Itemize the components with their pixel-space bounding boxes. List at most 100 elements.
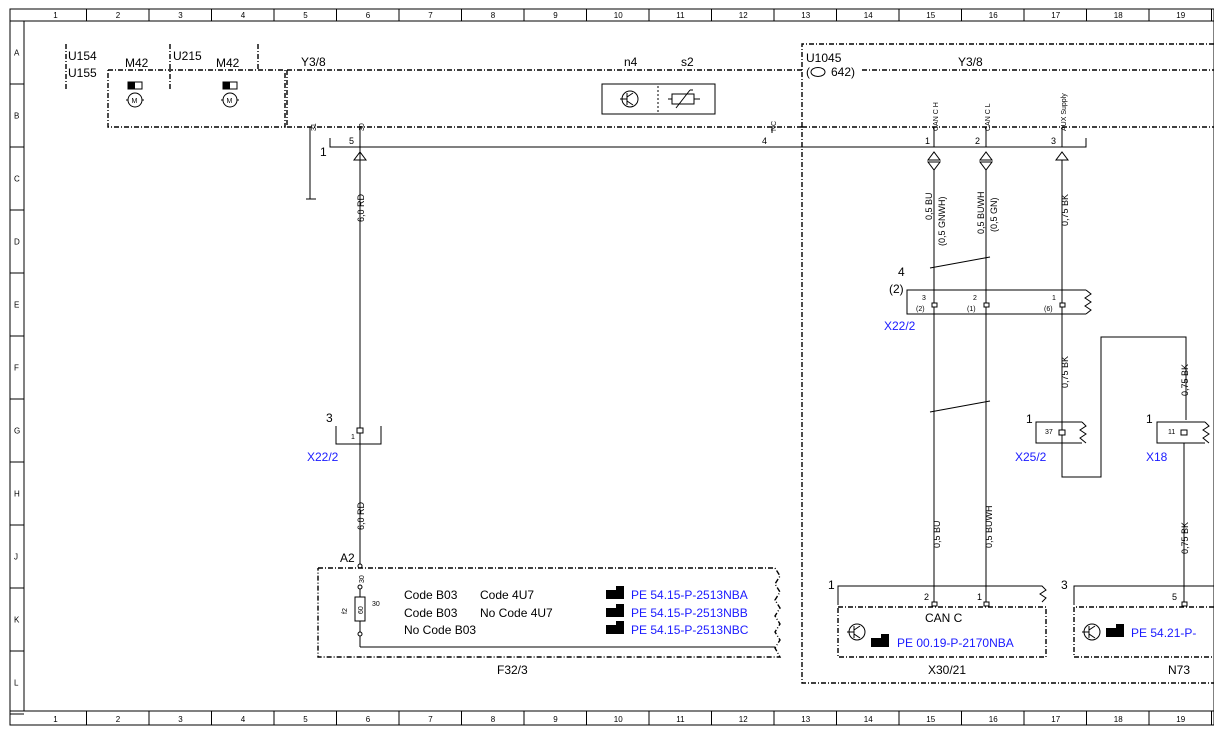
x222-left-housing (335, 426, 382, 445)
wire-buwh-bottom-label: 0,5 BUWH (984, 505, 994, 548)
x222-left-pin-label: 1 (351, 434, 355, 441)
x222-left-num: 3 (326, 411, 333, 425)
wire-bk-right-low-label: 0,75 BK (1180, 522, 1190, 554)
pointing-hand-icon (606, 621, 624, 634)
grid-column-label: 16 (989, 715, 998, 724)
wire-bu-top-alt-label: (0,5 GNWH) (937, 196, 947, 246)
grid-row-label: L (14, 679, 19, 688)
grid-column-label: 6 (366, 11, 371, 20)
u1045-enclosure (801, 43, 1214, 684)
wire-bk-right-label: 0,75 BK (1180, 364, 1190, 396)
bus-pin-1: 1 (925, 136, 930, 146)
x3021-num: 1 (828, 578, 835, 592)
grid-column-label: 15 (926, 11, 935, 20)
grid-column-label: 7 (428, 11, 433, 20)
grid-column-label: 10 (614, 715, 623, 724)
grid-column-label: 10 (614, 11, 623, 20)
f323-f2: f2 (342, 608, 349, 614)
grid-column-label: 15 (926, 715, 935, 724)
grid-column-label: 14 (864, 715, 873, 724)
grid-row-label: B (14, 112, 19, 121)
x222-right-alt: (2) (889, 282, 904, 296)
x222-right-pin (1059, 302, 1066, 308)
twist-mark (929, 256, 991, 269)
grid-column-label: 7 (428, 715, 433, 724)
frame-outer (9, 8, 1214, 726)
transistor-icon (847, 623, 866, 641)
grid-column-label: 14 (864, 11, 873, 20)
n73-pin (1181, 601, 1188, 607)
wire-bu-bottom-label: 0,5 BU (932, 520, 942, 548)
f323-ref-link-1[interactable]: PE 54.15-P-2513NBA (631, 588, 748, 602)
pin-can-c-h-label: CAN C H (933, 102, 940, 131)
y38-left-label: Y3/8 (301, 55, 326, 69)
x222-right-p3: 3 (922, 295, 926, 302)
x222-right-pin (983, 302, 990, 308)
wire-rd-bottom-label: 6,0 RD (356, 501, 366, 530)
motor-icon: M (126, 81, 144, 108)
x222-right-p1: 1 (1052, 295, 1056, 302)
grid-column-label: 12 (739, 715, 748, 724)
x222-right-p3alt: (2) (916, 306, 925, 313)
f323-node (357, 631, 363, 637)
pin-nc-label: NC (771, 121, 778, 131)
grid-column-label: 8 (491, 11, 496, 20)
f323-value: 60 (358, 606, 365, 614)
ref-link-icon (810, 67, 826, 77)
x18-pin-label: 11 (1168, 429, 1175, 436)
grid-column-label: 5 (303, 11, 308, 20)
x3021-pin-2: 2 (924, 592, 929, 602)
wire-buwh-top-alt-label: (0,5 GN) (989, 197, 999, 232)
n73-enclosure (1073, 606, 1214, 658)
n73-ref-link[interactable]: PE 54.21-P- (1131, 626, 1196, 640)
bus-pin-2: 2 (975, 136, 980, 146)
f323-ref-link-2[interactable]: PE 54.15-P-2513NBB (631, 606, 748, 620)
grid-column-label: 17 (1051, 715, 1060, 724)
s2-label: s2 (681, 55, 694, 69)
f323-pin-30-top: 30 (359, 575, 366, 583)
grid-row-label: C (14, 175, 20, 184)
motor-icon: M (221, 81, 239, 108)
grid-column-label: 2 (116, 11, 121, 20)
u1045-ref: 642) (831, 65, 855, 79)
plug-icon (1055, 151, 1069, 161)
svg-text:M: M (227, 98, 233, 105)
bus-pin-3: 3 (1051, 136, 1056, 146)
grid-column-label: 1 (53, 715, 58, 724)
svg-text:M: M (132, 98, 138, 105)
f323-ref-link-3[interactable]: PE 54.15-P-2513NBC (631, 623, 749, 637)
x252-break (1079, 421, 1087, 444)
grid-column-label: 8 (491, 715, 496, 724)
m42-b-label: M42 (216, 56, 240, 70)
m42-a-label: M42 (125, 56, 149, 70)
wire-bu-top-label: 0,5 BU (924, 192, 934, 220)
x18-name: X18 (1146, 450, 1168, 464)
u1045-label: U1045 (806, 51, 842, 65)
x222-right-pin (931, 302, 938, 308)
f323-node (357, 584, 363, 590)
x222-right-housing (906, 289, 1086, 315)
grid-column-label: 4 (241, 11, 246, 20)
pointing-hand-icon (1106, 624, 1124, 637)
pin-aux-supply-label: AUX Supply (1061, 93, 1068, 131)
transistor-icon (1082, 623, 1101, 641)
x252-housing (1035, 421, 1082, 444)
x222-right-num: 4 (898, 265, 905, 279)
f323-name: F32/3 (497, 663, 528, 677)
x3021-ref-link[interactable]: PE 00.19-P-2170NBA (897, 636, 1014, 650)
u1045-ref-prefix: ( (806, 65, 810, 79)
x3021-pin-1: 1 (977, 592, 982, 602)
x3021-pin (931, 601, 938, 607)
wire-rd-top-label: 6,0 RD (356, 193, 366, 222)
x252-pin (1058, 429, 1066, 436)
grid-column-label: 16 (989, 11, 998, 20)
f323-enclosure (317, 567, 782, 658)
grid-row-label: J (14, 553, 18, 562)
f323-a2-label: A2 (340, 551, 355, 565)
grid-row-label: K (14, 616, 20, 625)
pin-31-label: 31 (311, 123, 318, 131)
u154-label: U154 (68, 49, 97, 63)
transistor-icon (620, 90, 639, 108)
wire-bk-mid-label: 0,75 BK (1060, 356, 1070, 388)
